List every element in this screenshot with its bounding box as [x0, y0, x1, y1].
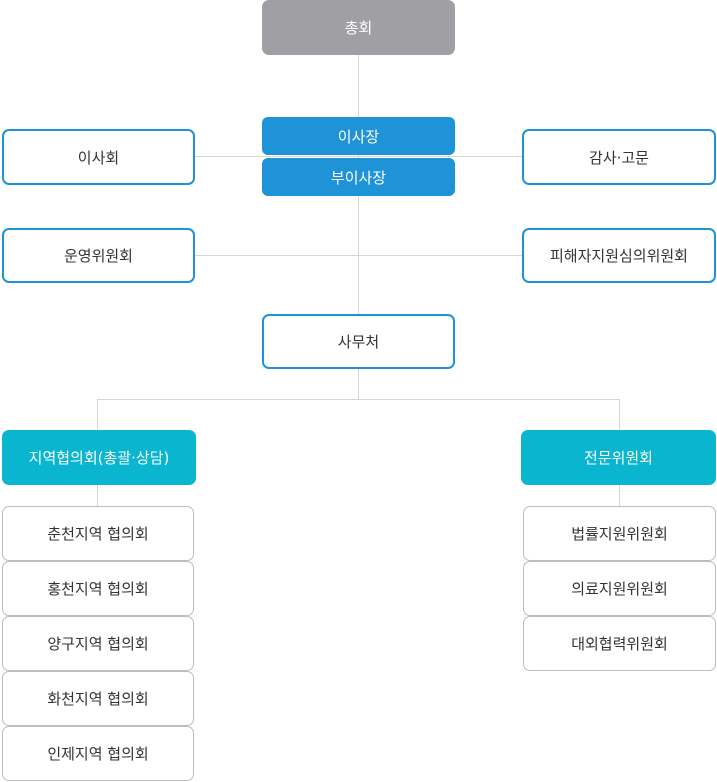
vice-chairman-box: 부이사장 — [262, 158, 455, 196]
connector-right-drop — [619, 399, 620, 430]
secretariat-box: 사무처 — [262, 314, 455, 369]
expert-committee-item: 대외협력위원회 — [523, 616, 716, 671]
steering-committee-box: 운영위원회 — [2, 228, 195, 283]
connector-board-row — [194, 156, 524, 157]
connector-branch-row — [97, 399, 620, 400]
regional-council-item: 홍천지역 협의회 — [2, 561, 194, 616]
expert-committee-item: 법률지원위원회 — [523, 506, 716, 561]
regional-council-item: 화천지역 협의회 — [2, 671, 194, 726]
general-assembly-box: 총회 — [262, 0, 455, 55]
expert-committee-title: 전문위원회 — [521, 430, 716, 485]
regional-council-item: 춘천지역 협의회 — [2, 506, 194, 561]
connector-committee-row — [194, 255, 524, 256]
audit-box: 감사·고문 — [522, 129, 716, 185]
connector-right-list — [619, 484, 620, 506]
regional-council-item: 양구지역 협의회 — [2, 616, 194, 671]
board-box: 이사회 — [2, 129, 195, 185]
chairman-box: 이사장 — [262, 117, 455, 155]
regional-council-item: 인제지역 협의회 — [2, 726, 194, 781]
connector-trunk — [358, 55, 359, 400]
expert-committee-item: 의료지원위원회 — [523, 561, 716, 616]
damage-review-committee-box: 피해자지원심의위원회 — [522, 228, 716, 283]
connector-left-drop — [97, 399, 98, 430]
connector-left-list — [97, 484, 98, 506]
regional-council-title: 지역협의회(총괄·상담) — [2, 430, 196, 485]
